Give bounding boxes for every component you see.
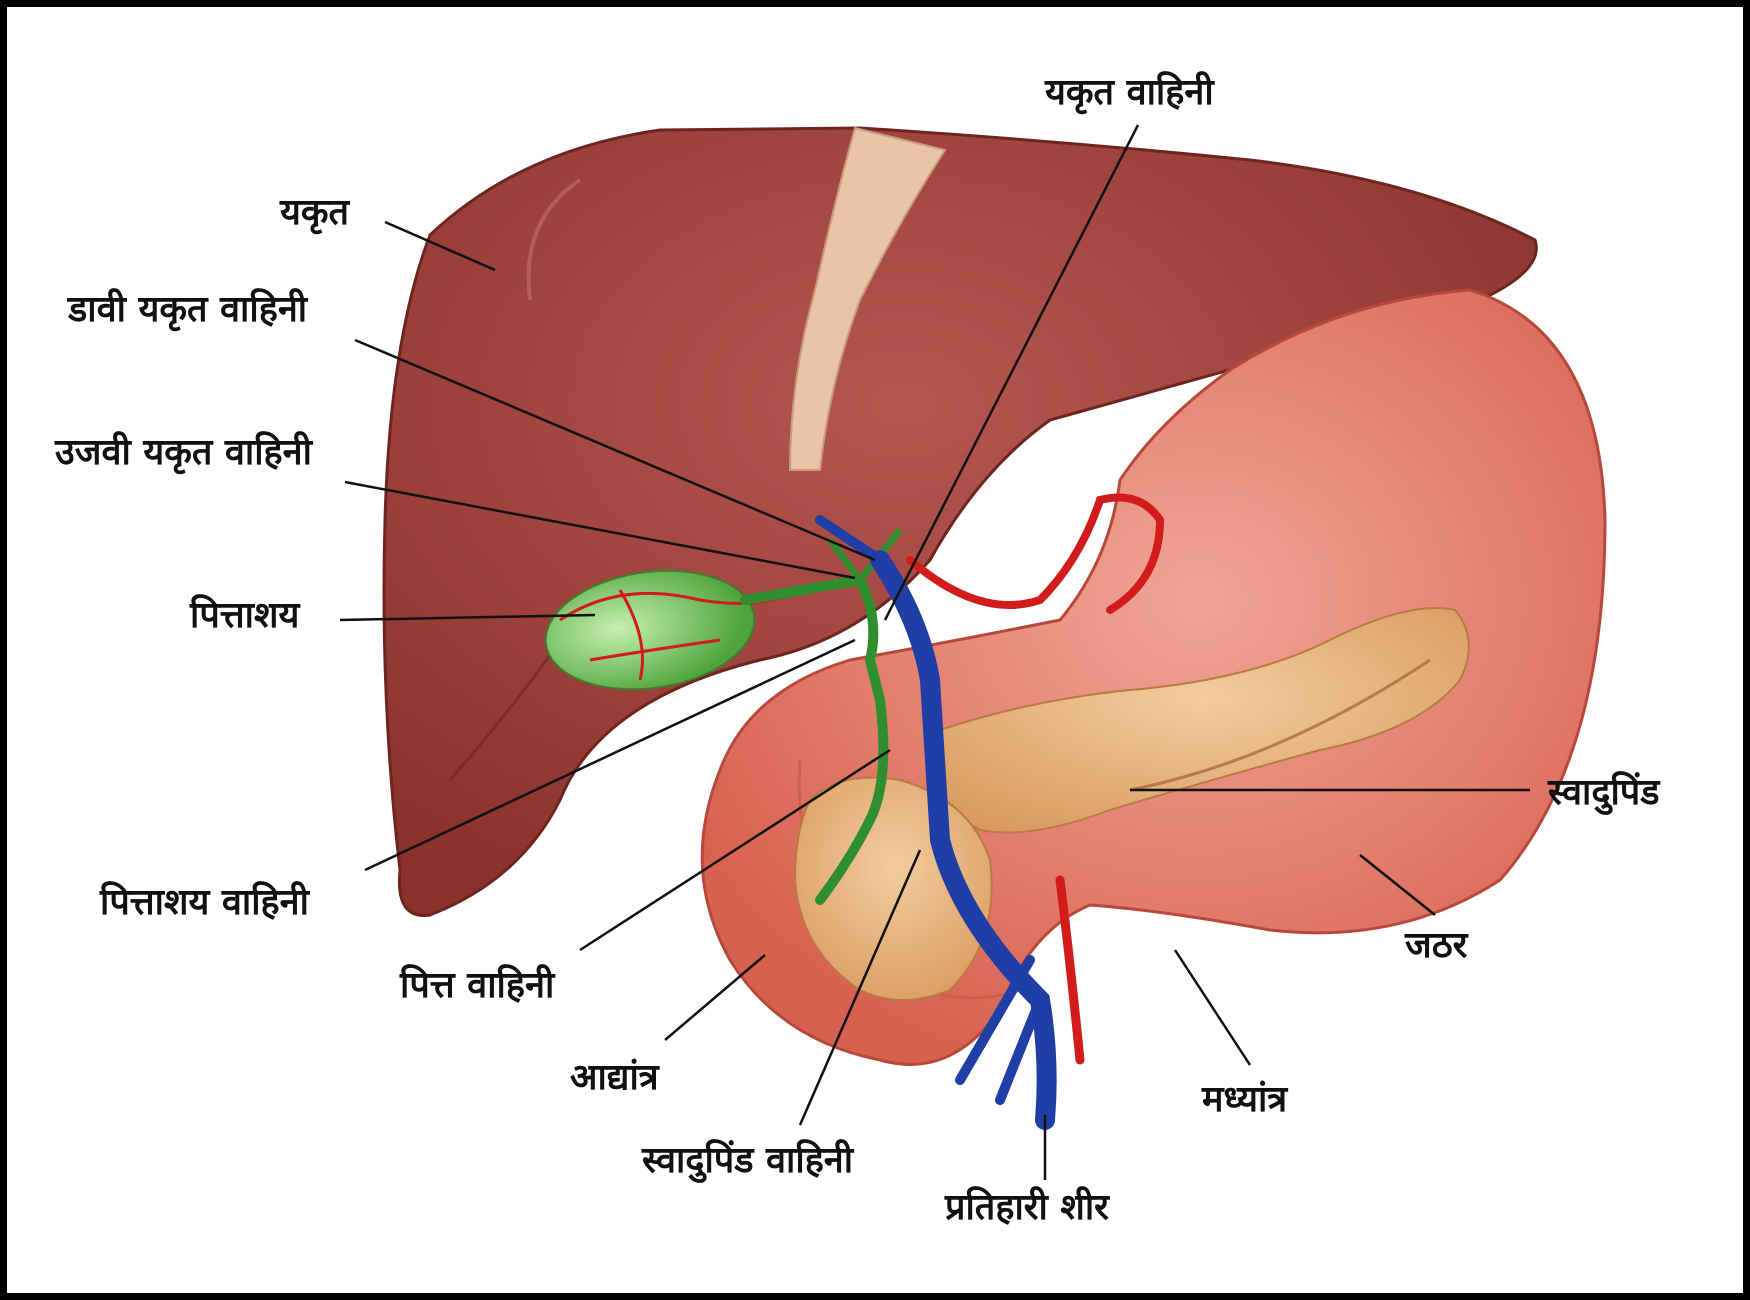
falciform-ligament: [788, 126, 947, 471]
pancreatic-duct-line: [1129, 658, 1431, 792]
leader-jathar: [1359, 854, 1436, 916]
leader-yakrut-vahini: [883, 124, 1140, 621]
bile-duct-system: [740, 574, 889, 905]
leader-davi-yakrut-vahini: [354, 338, 876, 562]
label-davi-yakrut-vahini: डावी यकृत वाहिनी: [68, 289, 308, 330]
label-yakrut-vahini: यकृत वाहिनी: [1045, 72, 1214, 113]
hepatic-artery: [906, 493, 1165, 614]
label-adyantra: आद्यांत्र: [570, 1057, 659, 1098]
portal-vein: [870, 550, 1057, 1130]
portal-vein-branches: [815, 515, 1045, 1105]
label-swadupind-vahini: स्वादुपिंड वाहिनी: [642, 1140, 854, 1181]
liver-lobe-line: [526, 178, 582, 301]
leader-yakrut: [384, 220, 496, 272]
leader-swadupind-vahini: [798, 849, 922, 1126]
label-yakrut: यकृत: [280, 192, 350, 233]
label-pittashay-vahini: पित्ताशय वाहिनी: [100, 882, 309, 923]
leader-ujavi-yakrut-vahini: [344, 480, 856, 580]
leader-pittashay-vahini: [364, 638, 856, 872]
label-ujavi-yakrut-vahini: उजवी यकृत वाहिनी: [55, 432, 312, 473]
label-madhyantra: मध्यांत्र: [1202, 1079, 1288, 1120]
label-swadupind: स्वादुपिंड: [1548, 772, 1660, 813]
leader-pitta-vahini: [579, 748, 891, 952]
leader-adyantra: [664, 954, 766, 1041]
label-pittashay: पित्ताशय: [190, 595, 300, 636]
label-pitta-vahini: पित्त वाहिनी: [400, 965, 555, 1006]
label-jathar: जठर: [1405, 925, 1468, 966]
pancreas-body: [934, 607, 1470, 834]
leader-lines: [339, 124, 1530, 1180]
mesenteric-artery: [1055, 875, 1085, 1065]
leader-madhyantra: [1173, 949, 1252, 1066]
leader-pittashay: [339, 613, 596, 622]
label-pratihari-shir: प्रतिहारी शीर: [945, 1187, 1109, 1228]
